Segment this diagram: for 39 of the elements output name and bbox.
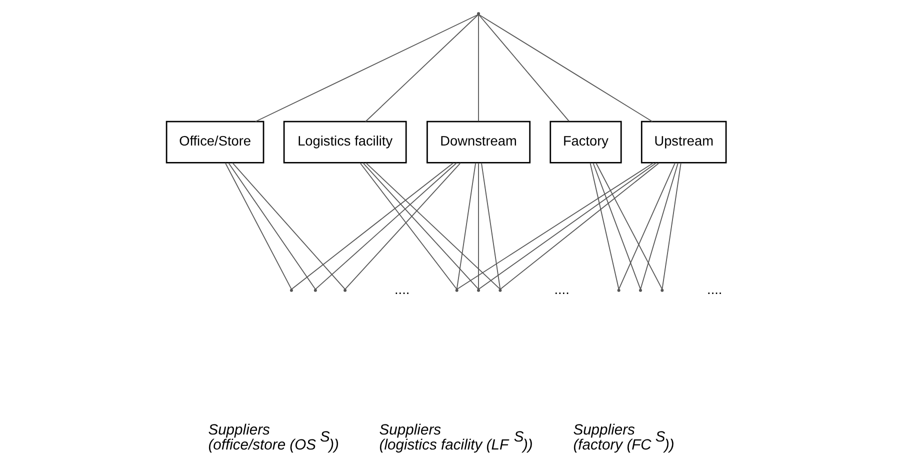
node-point (616, 288, 620, 292)
connector (478, 14, 569, 122)
node-box: Factory (549, 120, 622, 164)
node-box: Upstream (640, 120, 726, 164)
node-point (313, 288, 316, 292)
connector (362, 162, 478, 290)
node-point (454, 288, 458, 292)
connector (365, 162, 500, 290)
connector (456, 162, 476, 290)
connector (344, 162, 460, 290)
connector (224, 162, 292, 290)
node-point (498, 288, 502, 292)
connector (480, 162, 500, 290)
connector (661, 162, 681, 290)
connector (592, 162, 640, 290)
connector (254, 14, 478, 122)
connector (589, 162, 619, 290)
node-box: Downstream (426, 120, 530, 164)
label: .... (706, 282, 722, 297)
connector (232, 162, 345, 290)
node-point (343, 288, 346, 292)
node-box: Logistics facility (282, 120, 406, 164)
connector (359, 162, 457, 290)
label: .... (554, 282, 569, 297)
node-point (476, 288, 480, 292)
connector (228, 162, 316, 290)
connector (290, 162, 454, 290)
connector (314, 162, 456, 290)
node-point (660, 288, 664, 292)
connector (640, 162, 678, 290)
connector (618, 162, 676, 290)
connector (478, 14, 652, 122)
node-point (638, 288, 642, 292)
node-point (289, 288, 292, 292)
node-box: Office/Store (165, 120, 264, 164)
connector (364, 14, 478, 122)
connector (595, 162, 662, 290)
node-point (476, 12, 480, 16)
label: .... (394, 282, 410, 297)
